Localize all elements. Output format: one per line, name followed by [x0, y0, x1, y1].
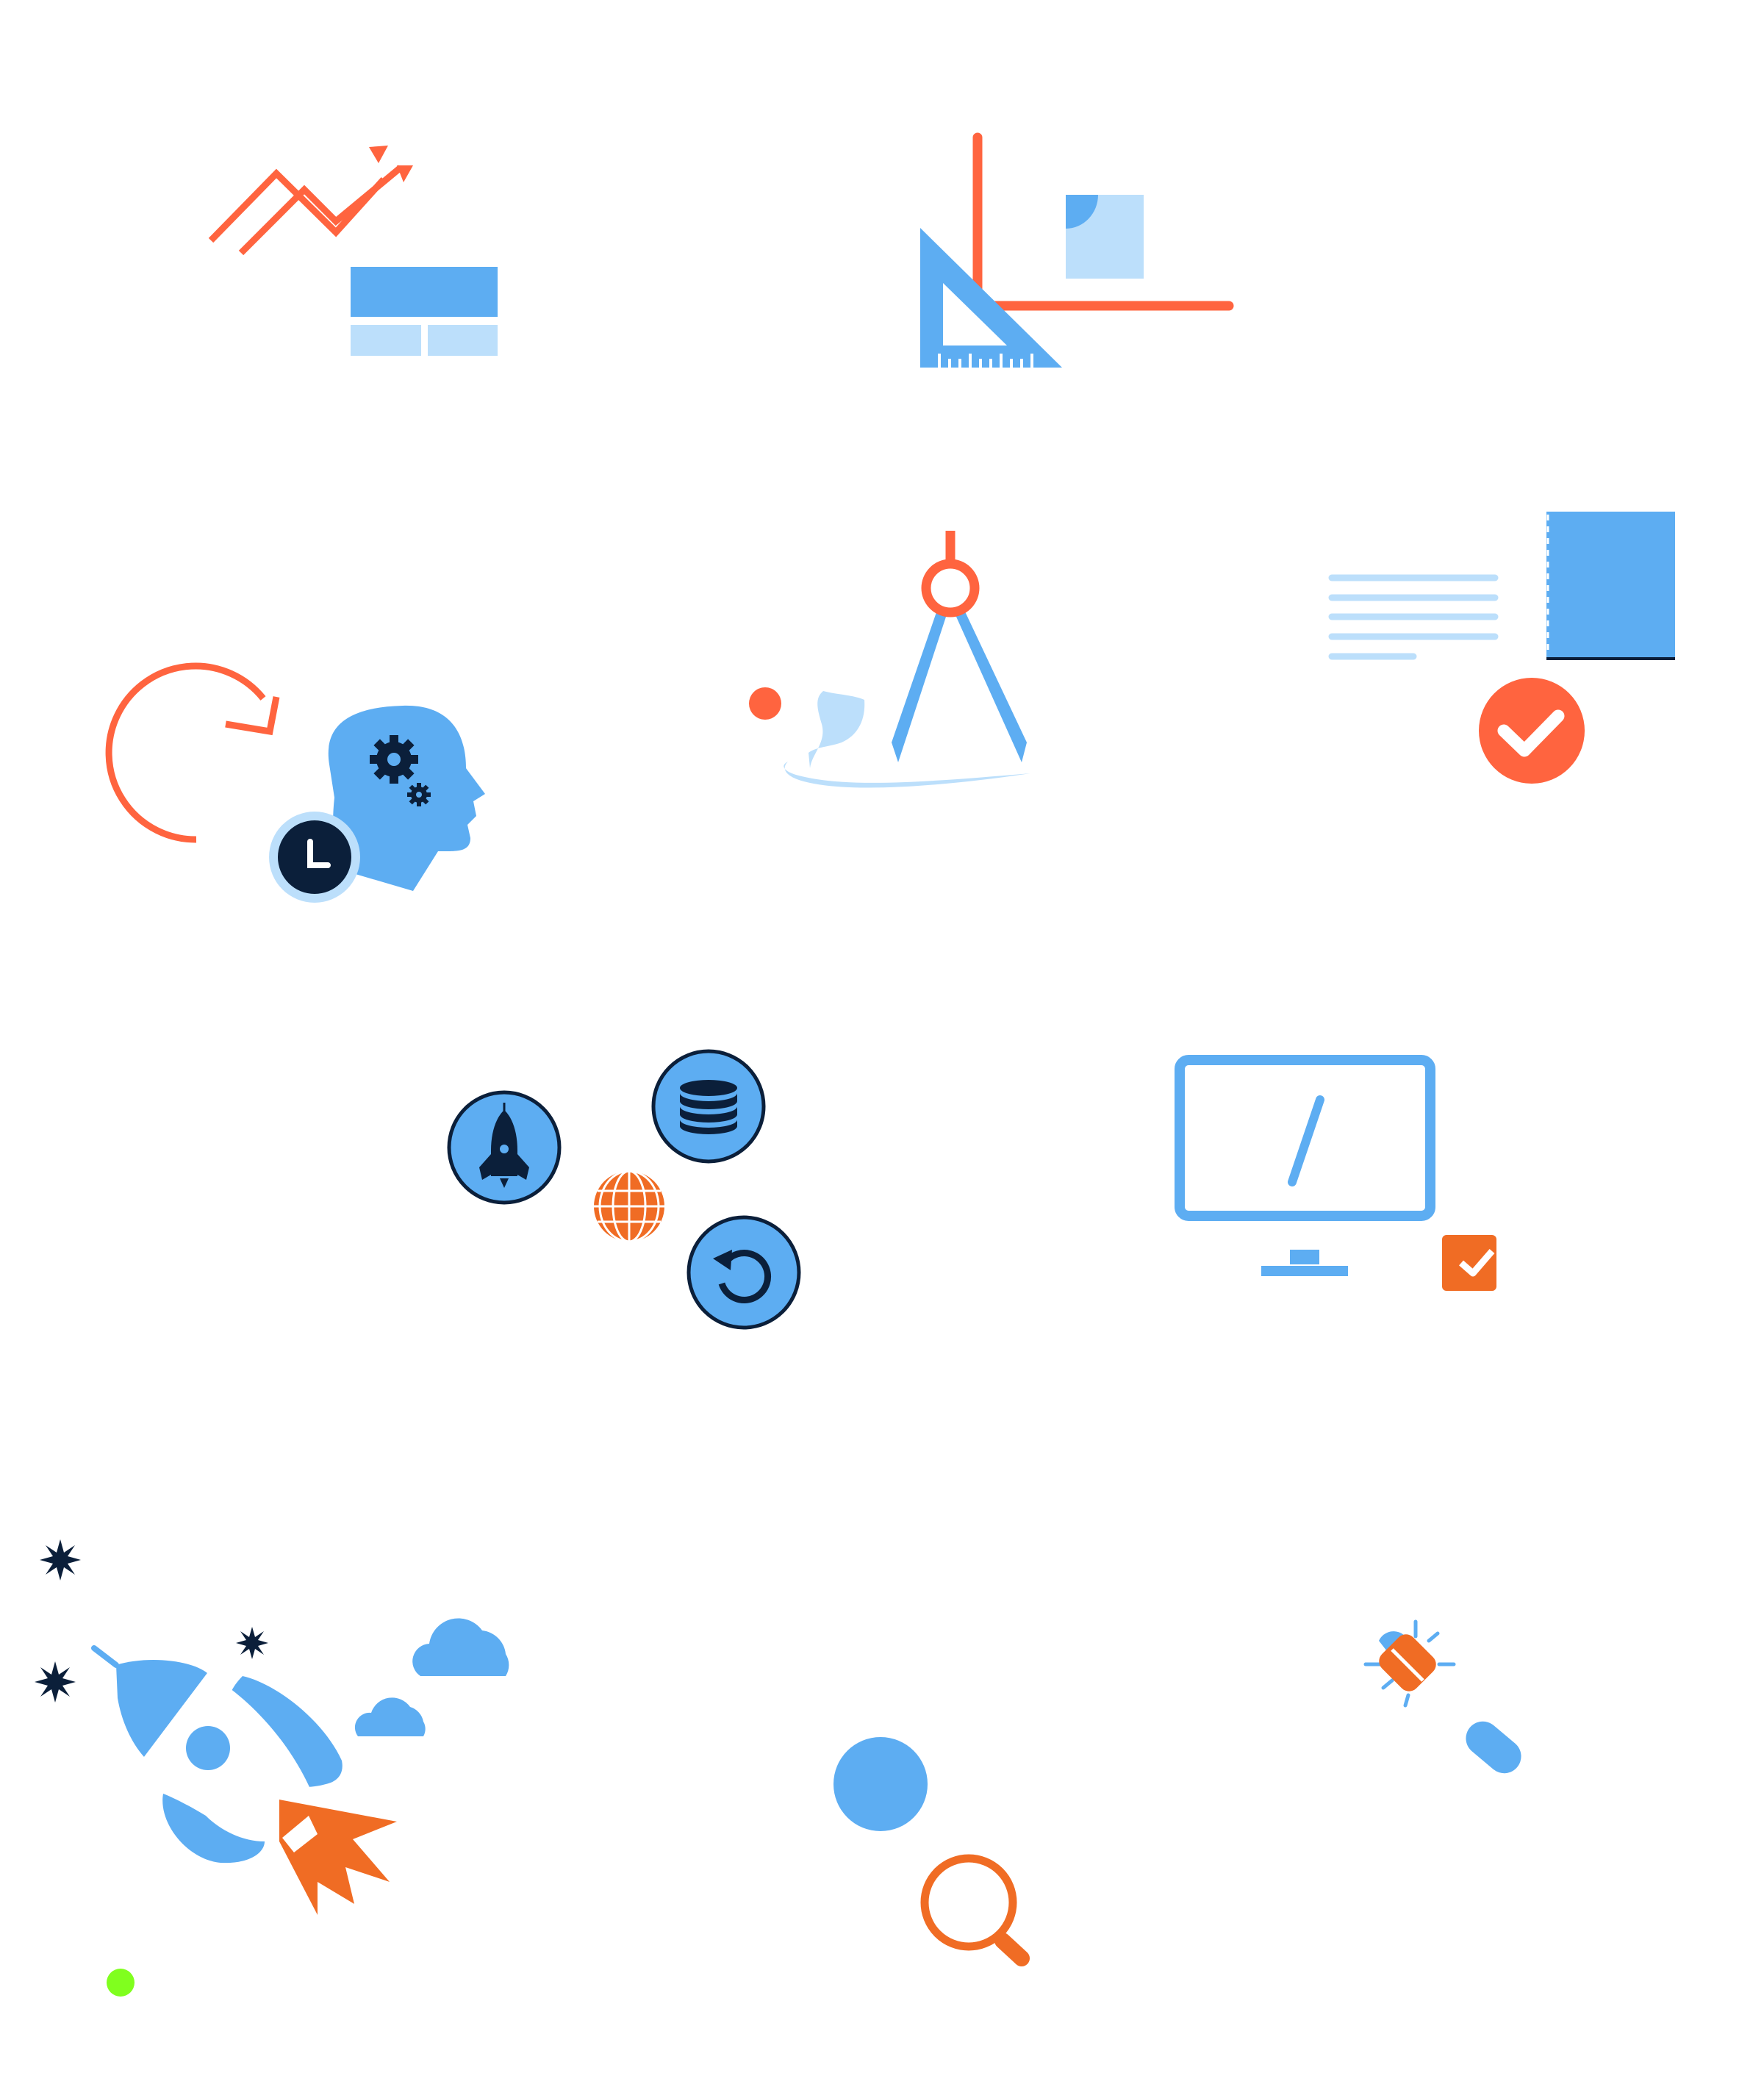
- head-gears-icon: [328, 705, 485, 891]
- circular-arrow-icon: [105, 662, 280, 843]
- pill-icon: [1466, 1721, 1521, 1774]
- bug-icon: [1363, 1619, 1456, 1708]
- search-magnifier-icon: [920, 1854, 1030, 1966]
- rocket-launch-icon: [91, 1645, 397, 1915]
- cloud-icon: [354, 1618, 509, 1736]
- blue-table-blocks-icon: [351, 267, 498, 356]
- lime-dot-icon: [107, 1969, 135, 1997]
- star-burst-icon: [35, 1539, 268, 1703]
- checkbox-icon: [1442, 1235, 1496, 1291]
- clock-badge-icon: [269, 812, 360, 903]
- text-lines-icon: [1328, 574, 1499, 660]
- blue-dot-icon: [833, 1737, 928, 1831]
- refresh-circle-icon: [686, 1215, 801, 1330]
- checkmark-circle-icon: [1479, 678, 1585, 784]
- drafting-compass-icon: [749, 531, 1030, 788]
- notebook-icon: [1546, 512, 1675, 660]
- monitor-icon: [1175, 1055, 1435, 1276]
- set-square-ruler-icon: [920, 228, 1062, 368]
- globe-icon: [594, 1170, 664, 1243]
- document-square-icon: [1066, 195, 1144, 279]
- rocket-circle-icon: [447, 1090, 562, 1205]
- database-circle-icon: [651, 1049, 766, 1164]
- trend-arrows-icon: [208, 146, 413, 256]
